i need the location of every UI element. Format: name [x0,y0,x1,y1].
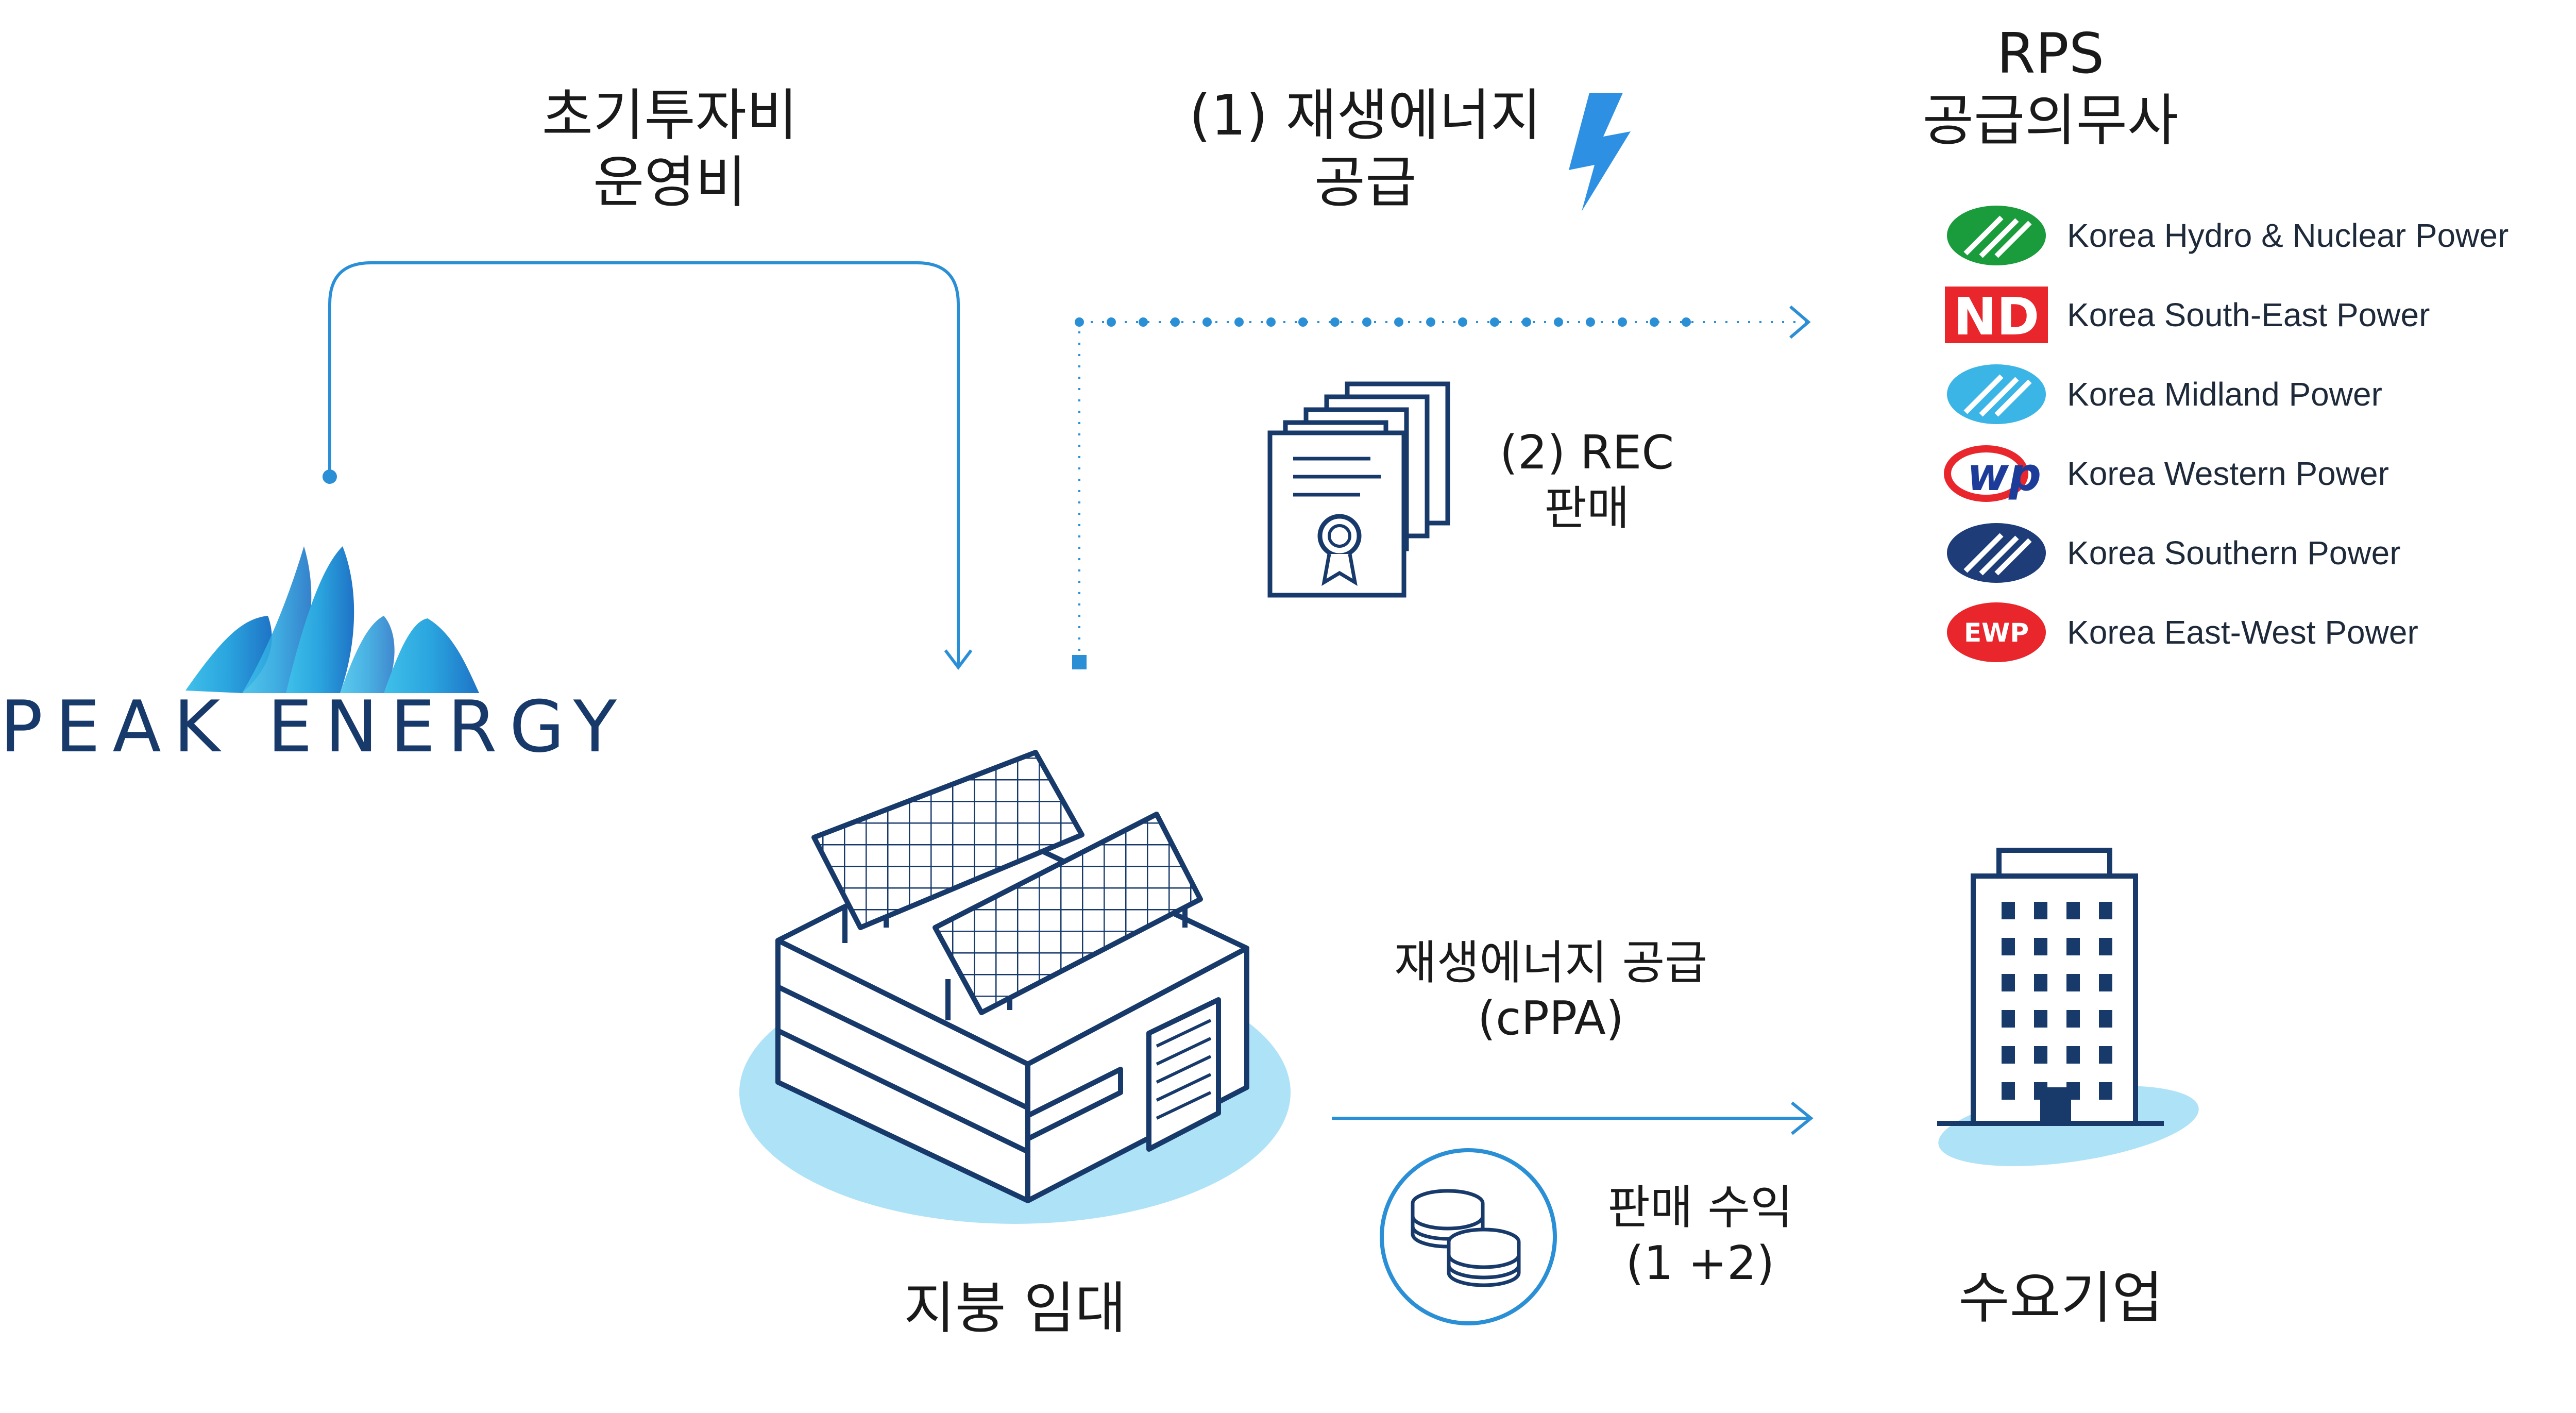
rps-label-line2: 공급의무사 [1922,88,2179,153]
company-name: Korea South-East Power [2067,296,2430,333]
supply-label: (1) 재생에너지 공급 [1159,82,1571,216]
list-item: ND Korea South-East Power [1942,275,2576,355]
kospo-logo-icon [1942,519,2050,586]
supply-label-line2: 공급 [1314,150,1417,215]
kowepo-logo-icon: wp [1942,440,2050,507]
rps-label-line1: RPS [1996,22,2105,86]
list-item: Korea Midland Power [1942,355,2576,434]
rec-label-line2: 판매 [1544,481,1630,535]
supply-dotted-arrow [1072,305,1811,669]
rooftop-solar-building [739,750,1291,1224]
company-name: Korea Western Power [2067,455,2389,492]
cppa-arrow [1332,1101,1814,1135]
coins-icon [1380,1148,1557,1325]
kosep-logo-text: ND [1954,287,2040,346]
ewp-logo-icon: EWP [1942,599,2050,666]
khnp-logo-icon [1942,202,2050,269]
certificate-icon [1267,381,1450,598]
list-item: Korea Southern Power [1942,513,2576,593]
investment-arrow [328,261,973,670]
revenue-label-line2: (1 +2) [1625,1236,1775,1290]
supply-label-line1: (1) 재생에너지 [1189,83,1542,148]
company-name: Korea Hydro & Nuclear Power [2067,217,2509,254]
ewp-logo-text: EWP [1964,618,2029,648]
demand-company-label: 수요기업 [1958,1266,2163,1331]
brand-name: PEAK ENERGY [0,685,630,768]
cppa-label-line2: (cPPA) [1477,991,1624,1046]
list-item: Korea Hydro & Nuclear Power [1942,196,2576,275]
peak-energy-logo [185,546,479,693]
revenue-label: 판매 수익 (1 +2) [1571,1180,1829,1291]
rps-label: RPS 공급의무사 [1855,21,2246,154]
list-item: wp Korea Western Power [1942,434,2576,513]
roof-lease-label: 지붕 임대 [904,1276,1126,1341]
rps-company-list: Korea Hydro & Nuclear Power ND Korea Sou… [1942,196,2576,672]
cppa-label-line1: 재생에너지 공급 [1394,936,1708,990]
investment-label: 초기투자비 운영비 [474,82,866,216]
kosep-logo-icon: ND [1942,281,2050,348]
company-name: Korea Southern Power [2067,534,2401,571]
investment-label-line2: 운영비 [592,150,747,215]
kowepo-logo-text: wp [1967,448,2041,501]
lightning-icon [1569,93,1631,211]
rec-label: (2) REC 판매 [1458,425,1716,536]
revenue-label-line1: 판매 수익 [1607,1181,1793,1235]
komipo-logo-icon [1942,361,2050,428]
company-name: Korea Midland Power [2067,376,2382,413]
company-name: Korea East-West Power [2067,614,2418,651]
investment-arrow-start [323,469,337,484]
cppa-label: 재생에너지 공급 (cPPA) [1314,935,1788,1047]
rec-label-line1: (2) REC [1499,426,1674,480]
list-item: EWP Korea East-West Power [1942,593,2576,672]
office-building-icon [1937,848,2199,1166]
investment-label-line1: 초기투자비 [541,83,798,148]
